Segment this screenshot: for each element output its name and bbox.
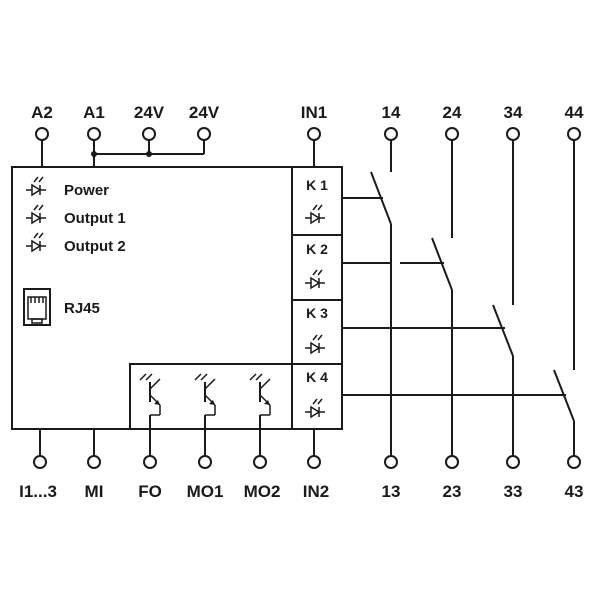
led-icon: [25, 204, 47, 224]
label-i1-3: I1...3: [19, 482, 57, 501]
terminal-23[interactable]: [445, 455, 459, 469]
label-24v-2: 24V: [189, 103, 220, 122]
terminal-24v-1[interactable]: [142, 127, 156, 141]
label-33: 33: [504, 482, 523, 501]
contact-switch-icon: [492, 304, 514, 357]
transistor-icon: [139, 373, 161, 406]
terminal-14[interactable]: [384, 127, 398, 141]
label-23: 23: [443, 482, 462, 501]
led-output-2: Output 2: [25, 232, 126, 255]
contact-k2: [342, 237, 453, 457]
led-label-output-1: Output 1: [64, 210, 126, 227]
label-mo2: MO2: [244, 482, 281, 501]
relay-coil-led-icon: [304, 334, 326, 354]
transistor-output-box: [129, 363, 293, 430]
label-mi: MI: [85, 482, 104, 501]
terminal-34[interactable]: [506, 127, 520, 141]
bottom-terminals: [33, 415, 581, 469]
rj45-port[interactable]: RJ45: [23, 288, 100, 326]
terminal-in1[interactable]: [307, 127, 321, 141]
terminal-mo2[interactable]: [253, 455, 267, 469]
led-icon: [25, 232, 47, 252]
label-a1: A1: [83, 103, 105, 122]
label-34: 34: [504, 103, 523, 122]
terminal-mo1[interactable]: [198, 455, 212, 469]
relay-label-k2: K 2: [306, 241, 328, 257]
led-icon: [25, 176, 47, 196]
contact-switch-icon: [553, 369, 575, 422]
label-24v-1: 24V: [134, 103, 165, 122]
label-mo1: MO1: [187, 482, 224, 501]
terminal-13[interactable]: [384, 455, 398, 469]
transistor-fo: [139, 373, 161, 416]
transistor-mo1: [194, 373, 216, 416]
relay-label-k4: K 4: [306, 369, 328, 385]
label-44: 44: [565, 103, 584, 122]
label-fo: FO: [138, 482, 162, 501]
label-14: 14: [382, 103, 401, 122]
contact-k1: [342, 171, 392, 457]
terminal-24v-2[interactable]: [197, 127, 211, 141]
terminal-a1[interactable]: [87, 127, 101, 141]
contact-k3: [342, 304, 514, 457]
terminal-mi[interactable]: [87, 455, 101, 469]
led-output-1: Output 1: [25, 204, 126, 227]
relay-coil-led-icon: [304, 269, 326, 289]
terminal-in2[interactable]: [307, 455, 321, 469]
terminal-43[interactable]: [567, 455, 581, 469]
label-43: 43: [565, 482, 584, 501]
top-terminals: [35, 127, 581, 370]
terminal-44[interactable]: [567, 127, 581, 141]
transistor-icon: [249, 373, 271, 406]
terminal-24[interactable]: [445, 127, 459, 141]
relay-coil-led-icon: [304, 204, 326, 224]
contact-k4: [342, 369, 575, 457]
transistor-icon: [194, 373, 216, 406]
relay-label-k1: K 1: [306, 177, 328, 193]
rj45-label: RJ45: [64, 300, 100, 317]
relay-label-k3: K 3: [306, 305, 328, 321]
terminal-i1-3[interactable]: [33, 455, 47, 469]
led-label-power: Power: [64, 182, 109, 199]
label-24: 24: [443, 103, 462, 122]
relay-coil-led-icon: [304, 398, 326, 418]
led-power: Power: [25, 176, 109, 199]
contact-switch-icon: [431, 237, 453, 291]
contact-switch-icon: [370, 171, 392, 225]
terminal-33[interactable]: [506, 455, 520, 469]
label-13: 13: [382, 482, 401, 501]
rj45-port-icon: [23, 288, 51, 326]
label-in1: IN1: [301, 103, 327, 122]
transistor-mo2: [249, 373, 271, 416]
label-a2: A2: [31, 103, 53, 122]
label-in2: IN2: [303, 482, 329, 501]
terminal-a2[interactable]: [35, 127, 49, 141]
led-label-output-2: Output 2: [64, 238, 126, 255]
terminal-fo[interactable]: [143, 455, 157, 469]
